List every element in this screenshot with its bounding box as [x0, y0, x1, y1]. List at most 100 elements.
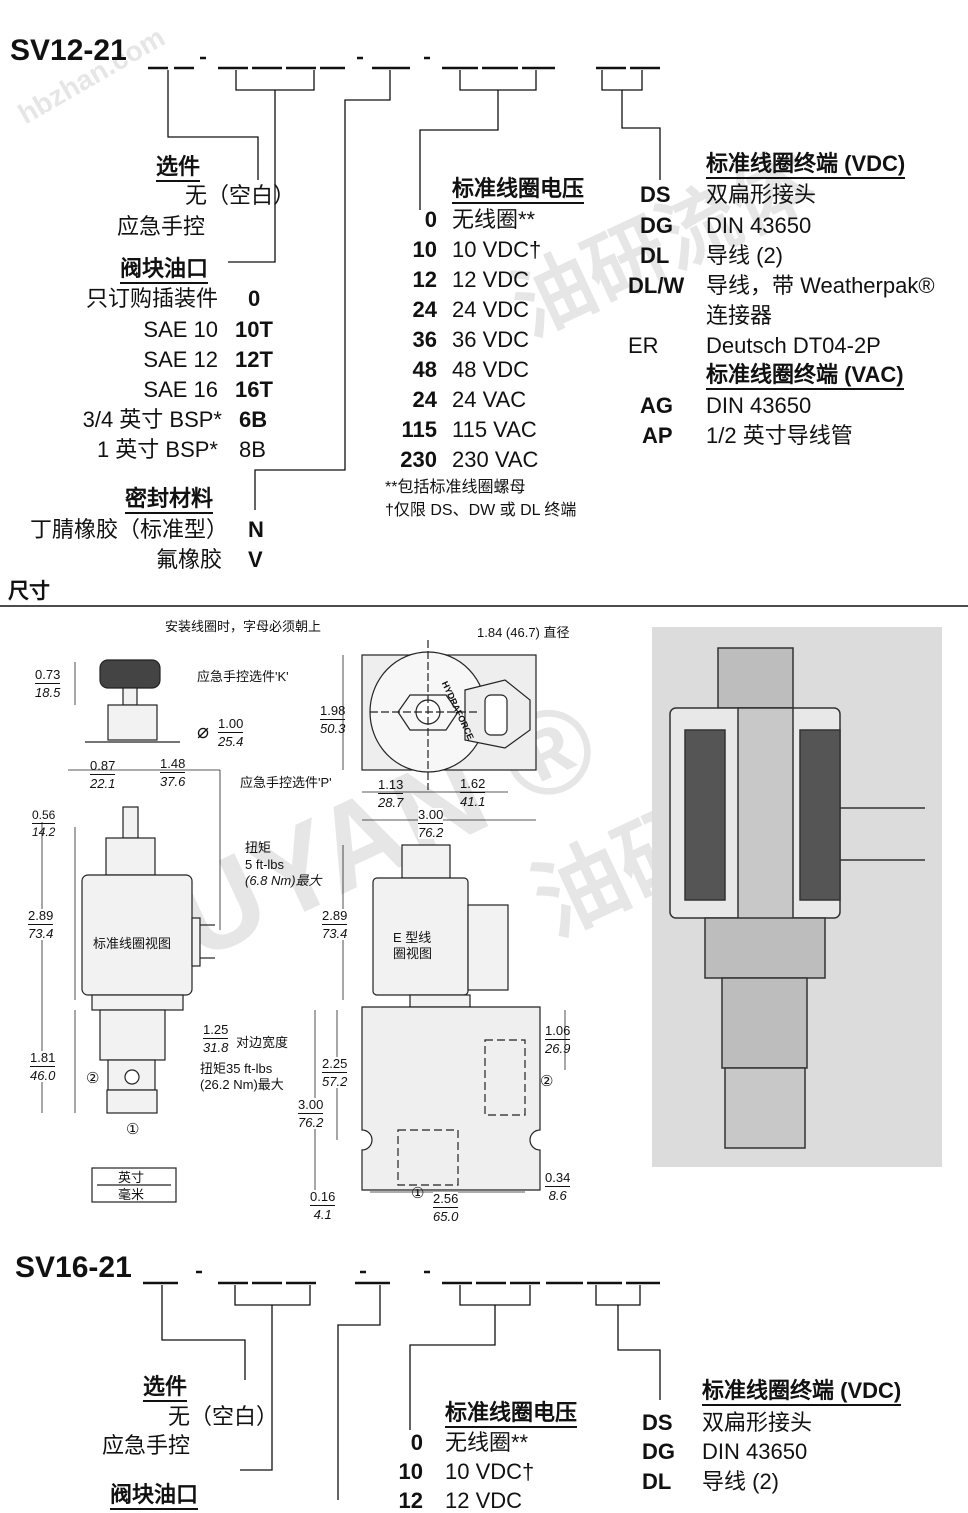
port-2-marker: ② — [86, 1070, 100, 1087]
voltage-code: 48 — [412, 357, 437, 382]
options-header: 选件 — [143, 1376, 188, 1402]
port-label: 3/4 英寸 BSP* — [82, 407, 222, 432]
voltage-label: 10 VDC† — [445, 1459, 535, 1484]
voltage-header: 标准线圈电压 — [445, 1402, 578, 1428]
port-label: 只订购插装件 — [85, 286, 218, 311]
termination-code: DS — [640, 182, 671, 207]
termination-label: 导线 (2) — [702, 1469, 780, 1494]
torque-body-label: 扭矩35 ft-lbs — [200, 1061, 273, 1076]
termination-code: AP — [642, 423, 673, 448]
voltage-code: 36 — [412, 327, 437, 352]
torque-coil-value: 5 ft-lbs — [245, 857, 285, 872]
option-manual-override: 应急手控 — [116, 214, 205, 239]
voltage-label: 48 VDC — [452, 357, 530, 382]
termination-label: 导线，带 Weatherpak® — [706, 273, 935, 298]
model-title-sv12: SV12-21 — [10, 34, 127, 67]
termination-vac-header: 标准线圈终端 (VAC) — [706, 364, 904, 390]
seal-label: 丁腈橡胶（标准型） — [29, 517, 228, 542]
port-label: SAE 12 — [143, 347, 218, 372]
voltage-label: 24 VDC — [452, 297, 530, 322]
termination-code: DS — [642, 1410, 673, 1435]
ports-header: 阀块油口 — [120, 258, 209, 284]
units-inch: 英寸 — [118, 1170, 145, 1185]
port-label: SAE 10 — [143, 317, 218, 342]
torque-body-metric: (26.2 Nm)最大 — [200, 1077, 284, 1092]
torque-coil-metric: (6.8 Nm)最大 — [245, 873, 322, 888]
port-code: 10T — [235, 317, 273, 342]
voltage-label: 无线圈** — [445, 1430, 529, 1455]
voltage-label: 24 VAC — [452, 387, 527, 412]
voltage-code: 0 — [410, 1430, 423, 1455]
voltage-label: 115 VAC — [452, 417, 537, 442]
e-coil-view-label: E 型线 — [393, 930, 432, 945]
voltage-code: 10 — [412, 237, 437, 262]
termination-label: 1/2 英寸导线管 — [706, 423, 853, 448]
termination-label: 导线 (2) — [706, 243, 784, 268]
label-override-k: 应急手控选件'K' — [197, 669, 289, 684]
std-coil-view-label: 标准线圈视图 — [93, 936, 172, 951]
hex-width-label: 对边宽度 — [236, 1035, 289, 1050]
voltage-label: 12 VDC — [445, 1488, 523, 1513]
voltage-code: 24 — [412, 387, 437, 412]
termination-label: DIN 43650 — [702, 1439, 808, 1464]
voltage-label: 10 VDC† — [452, 237, 542, 262]
termination-label: 双扁形接头 — [706, 182, 817, 207]
voltage-label: 无线圈** — [452, 207, 536, 232]
termination-label-cont: 连接器 — [706, 303, 773, 328]
voltage-code: 115 — [401, 417, 438, 442]
note-diameter: 1.84 (46.7) 直径 — [477, 625, 570, 640]
option-manual-override: 应急手控 — [101, 1433, 190, 1458]
port-label: 1 英寸 BSP* — [96, 437, 218, 462]
voltage-code: 12 — [412, 267, 437, 292]
units-mm: 毫米 — [118, 1187, 145, 1202]
port-code: 0 — [248, 286, 261, 311]
termination-label: 双扁形接头 — [702, 1410, 813, 1435]
voltage-code: 230 — [400, 447, 437, 472]
voltage-label: 36 VDC — [452, 327, 530, 352]
footnote: †仅限 DS、DW 或 DL 终端 — [385, 502, 577, 519]
seals-header: 密封材料 — [125, 488, 214, 514]
seal-label: 氟橡胶 — [155, 547, 222, 572]
label-override-p: 应急手控选件'P' — [240, 775, 332, 790]
voltage-code: 0 — [424, 207, 437, 232]
port-code: 12T — [235, 347, 273, 372]
termination-vdc-header: 标准线圈终端 (VDC) — [702, 1380, 902, 1406]
termination-code: DL — [640, 243, 670, 268]
termination-code: AG — [640, 393, 673, 418]
model-title-sv16: SV16-21 — [15, 1251, 132, 1284]
termination-code: DG — [642, 1439, 675, 1464]
seal-code: V — [248, 547, 263, 572]
voltage-code: 24 — [412, 297, 437, 322]
port-1-marker: ① — [411, 1185, 425, 1202]
port-code: 8B — [239, 437, 266, 462]
diameter-symbol: ⌀ — [197, 721, 210, 743]
options-header: 选件 — [156, 156, 201, 182]
seal-code: N — [248, 517, 264, 542]
termination-label: Deutsch DT04-2P — [706, 333, 881, 358]
port-1-marker: ① — [126, 1121, 140, 1138]
note-letters-up: 安装线圈时，字母必须朝上 — [165, 619, 322, 634]
voltage-label: 12 VDC — [452, 267, 530, 292]
termination-code: ER — [628, 333, 659, 358]
dimensions-header: 尺寸 — [8, 580, 50, 603]
port-code: 16T — [235, 377, 273, 402]
